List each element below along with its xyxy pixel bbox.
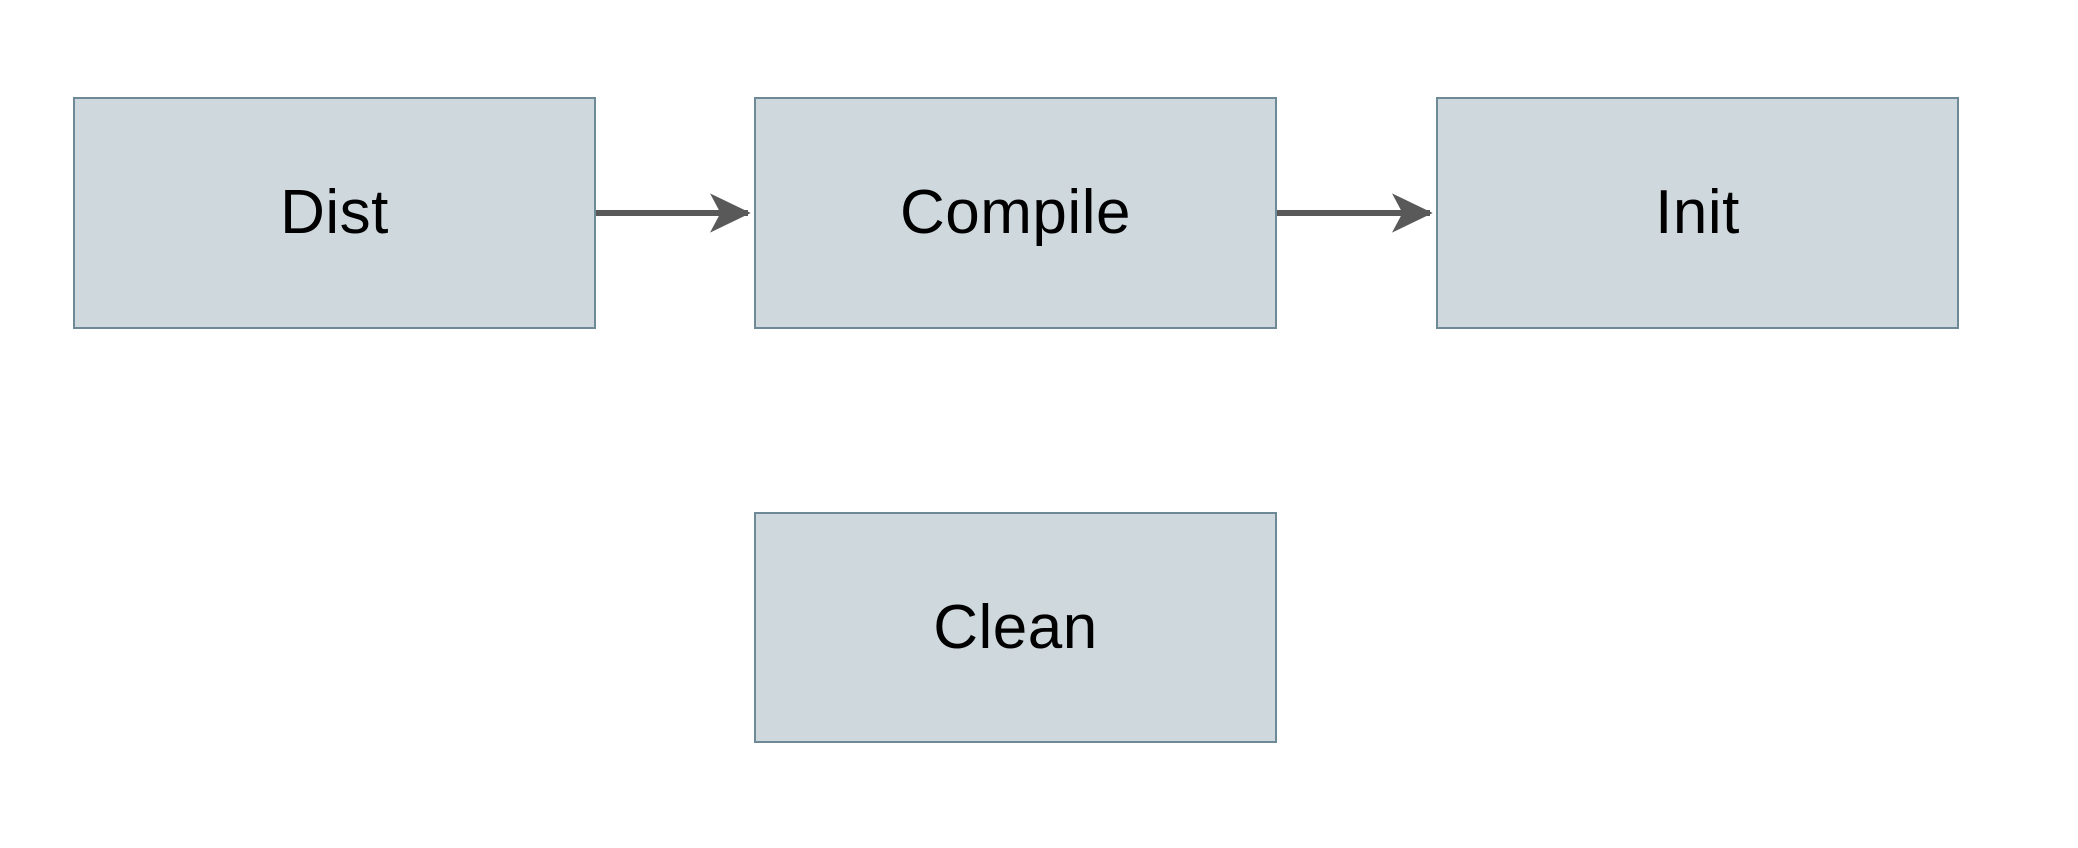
node-clean[interactable]: Clean	[754, 512, 1277, 743]
node-compile-label: Compile	[900, 178, 1131, 247]
node-init[interactable]: Init	[1436, 97, 1959, 329]
node-compile[interactable]: Compile	[754, 97, 1277, 329]
node-dist[interactable]: Dist	[73, 97, 596, 329]
node-init-label: Init	[1655, 178, 1740, 247]
node-clean-label: Clean	[933, 592, 1098, 662]
node-dist-label: Dist	[280, 178, 389, 247]
